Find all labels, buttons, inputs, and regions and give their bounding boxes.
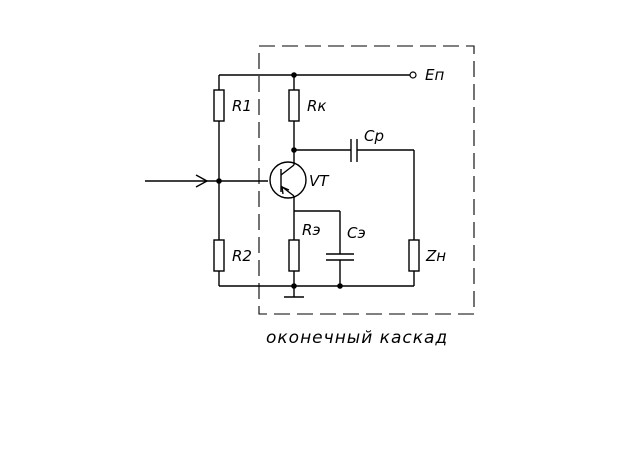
label-r1: R1 xyxy=(232,97,252,115)
transistor-vt xyxy=(269,161,307,199)
junction-dot xyxy=(291,72,297,78)
label-en: Eп xyxy=(425,66,444,84)
resistor-rk xyxy=(288,89,300,122)
emitter-arrow xyxy=(281,185,290,195)
junction-dot xyxy=(216,178,222,184)
input-arrow-head xyxy=(195,174,209,188)
load-zn xyxy=(408,239,420,272)
label-cp: Cр xyxy=(364,127,384,145)
label-re: Rэ xyxy=(302,221,321,239)
label-ce: Cэ xyxy=(347,224,366,242)
resistor-r1 xyxy=(213,89,225,122)
resistor-r2 xyxy=(213,239,225,272)
transistor-collector xyxy=(280,164,295,176)
supply-terminal xyxy=(409,71,417,79)
label-vt: VT xyxy=(309,172,330,190)
label-rk: Rк xyxy=(307,97,326,115)
resistor-re xyxy=(288,239,300,272)
junction-dot xyxy=(291,147,297,153)
diagram-caption: оконечный каскад xyxy=(266,328,448,348)
label-r2: R2 xyxy=(232,247,252,265)
junction-dot xyxy=(337,283,343,289)
output-stage-boundary xyxy=(258,45,475,315)
junction-dot xyxy=(291,283,297,289)
label-zn: Zн xyxy=(425,247,446,265)
